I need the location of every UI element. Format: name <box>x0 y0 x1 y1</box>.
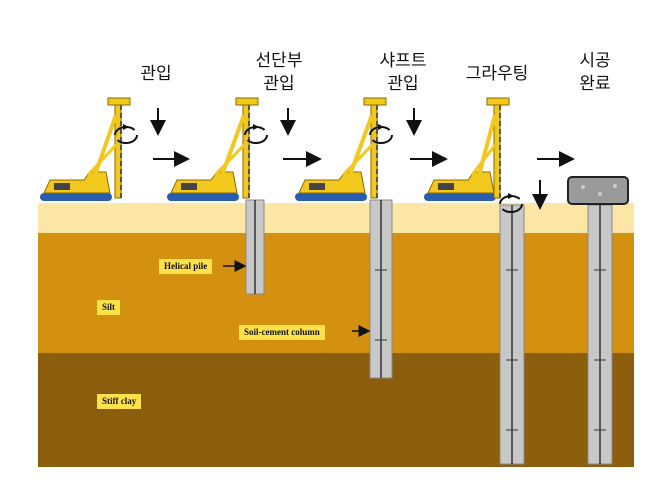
rotation-icon <box>244 124 268 144</box>
drilling-rig-4 <box>424 97 510 201</box>
stiff-clay-layer <box>38 353 634 467</box>
soil-cement-column-step-3 <box>369 199 393 379</box>
silt-layer <box>38 233 634 353</box>
stiff-clay-layer-label: Stiff clay <box>97 394 142 409</box>
silt-layer-label: Silt <box>97 300 121 315</box>
completed-column-step-5 <box>587 204 613 465</box>
rotation-icon <box>114 124 138 144</box>
step-label-4: 그라우팅 <box>465 64 529 84</box>
rotation-icon <box>499 193 523 213</box>
pile-step-2 <box>245 199 265 295</box>
step-label-2: 선단부 관입 <box>255 51 303 94</box>
push-arrows <box>150 108 548 210</box>
drilling-rig-3 <box>295 97 387 201</box>
step-label-5: 시공 완료 <box>579 51 611 94</box>
step-label-3: 샤프트 관입 <box>379 51 427 94</box>
soil-cement-callout: Soil-cement column <box>239 325 325 340</box>
grouted-column-step-4 <box>499 204 525 465</box>
pile-cap-icon <box>567 176 629 205</box>
topsoil-layer <box>38 203 634 233</box>
rotation-icon <box>369 124 393 144</box>
drilling-rig-2 <box>167 97 259 201</box>
helical-pile-callout: Helical pile <box>159 259 213 274</box>
drilling-rig-1 <box>40 97 131 201</box>
step-label-1: 관입 <box>140 64 172 84</box>
